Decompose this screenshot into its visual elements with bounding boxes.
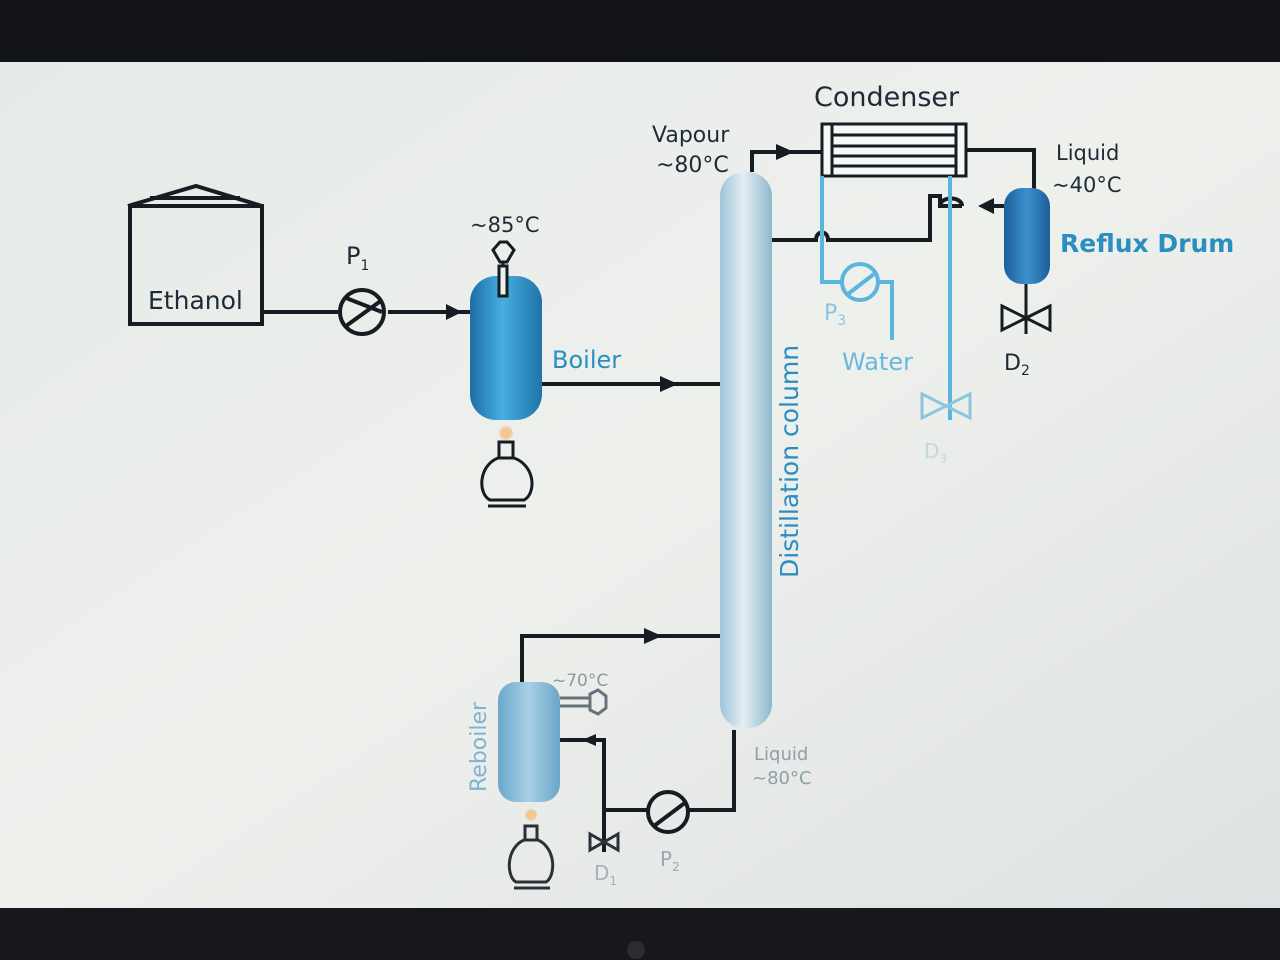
reboiler-thermometer-icon <box>560 688 608 716</box>
hp-logo-icon <box>627 941 645 959</box>
boiler-temp-label: ~85°C <box>470 213 539 237</box>
d2-label: D2 <box>1004 351 1030 379</box>
distillation-column-label: Distillation column <box>775 345 804 578</box>
pump-p1-icon <box>338 288 386 336</box>
vapour-temp-label: ~80°C <box>656 153 729 178</box>
flame-icon <box>499 426 513 440</box>
liquid-bottom-label: Liquid <box>754 744 808 765</box>
liquid-top-temp-label: ~40°C <box>1052 173 1121 197</box>
liquid-top-label: Liquid <box>1056 141 1119 165</box>
distillation-column <box>720 172 772 728</box>
flow-arrow-icon <box>776 144 794 160</box>
screen-area <box>0 62 1280 910</box>
flow-arrow-icon <box>978 198 994 214</box>
boiler-vessel <box>470 276 542 420</box>
reboiler-temp-label: ~70°C <box>552 671 608 691</box>
reboiler-label: Reboiler <box>467 701 492 792</box>
ethanol-tank <box>127 183 264 326</box>
ethanol-label: Ethanol <box>148 286 243 315</box>
condenser-exchanger <box>820 122 968 178</box>
reboiler-burner-icon <box>507 824 555 890</box>
bottoms-line <box>560 730 736 852</box>
flow-arrow-icon <box>446 304 462 320</box>
p1-label: P1 <box>346 242 369 274</box>
d3-label: D3 <box>924 439 947 466</box>
p2-label: P2 <box>660 847 680 874</box>
pump-p3-icon <box>840 262 880 302</box>
valve-d1-icon <box>588 831 620 853</box>
valve-d2-icon <box>1000 296 1052 333</box>
flow-arrow-icon <box>644 628 662 644</box>
flow-arrow-icon <box>660 376 678 392</box>
d1-label: D1 <box>594 861 617 888</box>
water-label: Water <box>842 348 913 376</box>
pump-p2-icon <box>646 790 690 834</box>
vapour-line <box>750 150 822 172</box>
reboiler-flame-icon <box>525 809 537 821</box>
boiler-label: Boiler <box>552 346 621 374</box>
liquid-bottom-temp-label: ~80°C <box>752 768 812 789</box>
reflux-drum-label: Reflux Drum <box>1060 229 1234 258</box>
valve-d3-icon <box>920 391 972 421</box>
burner-icon <box>480 440 534 508</box>
p3-label: P3 <box>824 301 846 329</box>
condensate-line <box>966 148 1036 190</box>
flow-arrow-icon <box>582 734 596 746</box>
cooling-water-line <box>820 176 952 420</box>
vapour-label: Vapour <box>652 123 730 148</box>
reboiler-vessel <box>498 682 560 802</box>
reflux-drum <box>1004 188 1050 284</box>
condenser-label: Condenser <box>814 82 960 113</box>
